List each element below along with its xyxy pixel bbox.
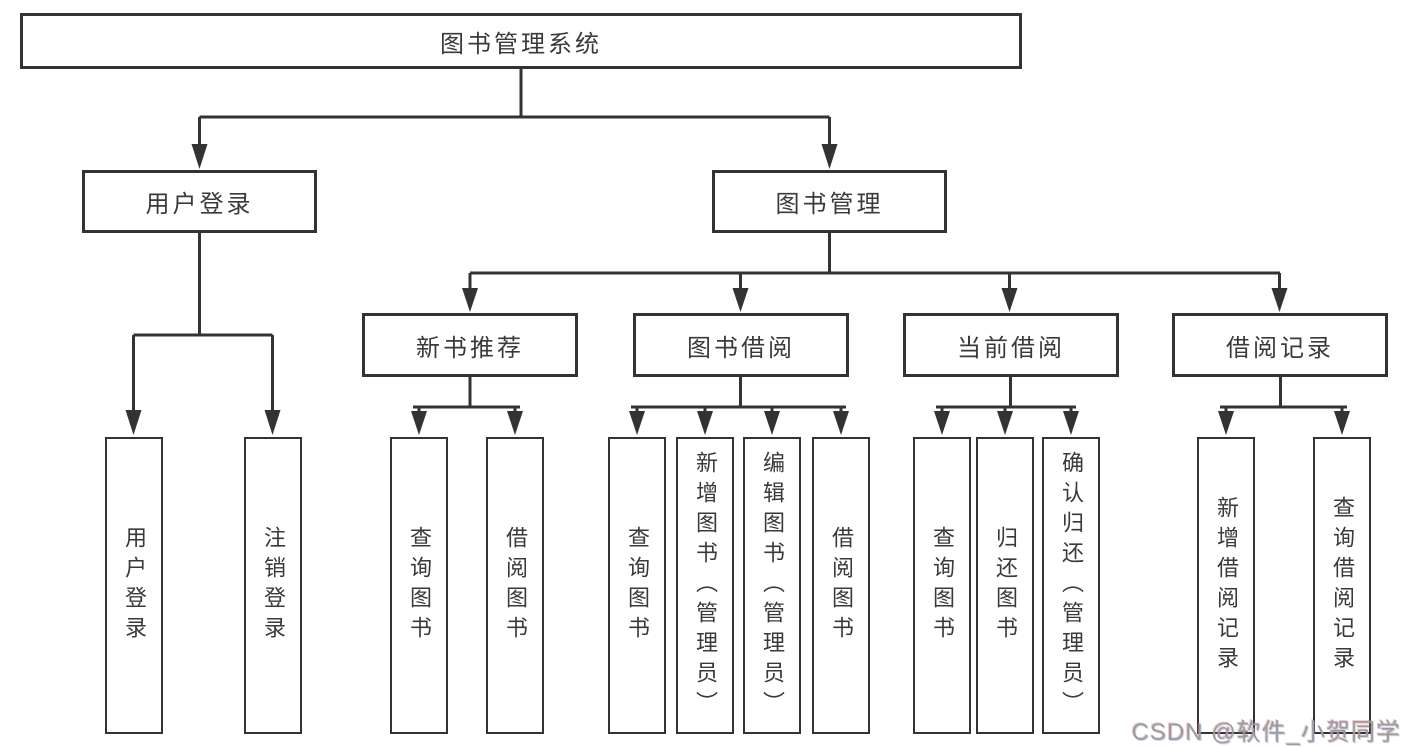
node-book-management: 图书管理 [712,170,947,233]
node-label: 图书管理 [775,191,884,218]
node-new-book-recommend: 新书推荐 [362,313,578,377]
leaf-label: 编辑图书（管理员） [760,450,785,721]
leaf-label: 查询图书 [930,525,955,646]
leaf-label: 借阅图书 [503,525,528,646]
leaf-query-books-borrow: 查询图书 [608,437,666,734]
leaf-return-books: 归还图书 [976,437,1034,734]
node-label: 用户登录 [145,191,254,218]
arrowhead-icons [125,144,1350,435]
leaf-label: 查询图书 [625,525,650,646]
leaf-label: 新增图书（管理员） [693,450,718,721]
node-label: 图书管理系统 [440,30,602,58]
leaf-query-borrow-record: 查询借阅记录 [1313,437,1371,734]
leaf-confirm-return-admin: 确认归还（管理员） [1042,437,1100,734]
leaf-query-books-current: 查询图书 [913,437,971,734]
node-label: 新书推荐 [416,334,524,362]
node-book-management-system: 图书管理系统 [20,13,1022,69]
node-user-login: 用户登录 [82,170,317,233]
leaf-label: 归还图书 [993,525,1018,646]
node-label: 借阅记录 [1226,334,1334,362]
leaf-add-book-admin: 新增图书（管理员） [676,437,734,734]
leaf-logout: 注销登录 [244,437,302,734]
leaf-borrow-books: 借阅图书 [812,437,870,734]
leaf-user-login: 用户登录 [105,437,163,734]
leaf-label: 注销登录 [261,525,286,646]
leaf-edit-book-admin: 编辑图书（管理员） [743,437,801,734]
leaf-label: 新增借阅记录 [1214,495,1239,676]
leaf-borrow-books-recommend: 借阅图书 [486,437,544,734]
leaf-label: 用户登录 [122,525,147,646]
node-current-borrow: 当前借阅 [903,313,1119,377]
leaf-query-books-recommend: 查询图书 [390,437,448,734]
leaf-label: 查询图书 [407,525,432,646]
node-label: 图书借阅 [687,334,795,362]
csdn-watermark: CSDN @软件_小贺同学 [1131,719,1401,746]
leaf-label: 查询借阅记录 [1330,495,1355,676]
node-book-borrow: 图书借阅 [633,313,849,377]
node-label: 当前借阅 [957,334,1065,362]
node-borrow-records: 借阅记录 [1172,313,1388,377]
leaf-label: 确认归还（管理员） [1059,450,1084,721]
leaf-add-borrow-record: 新增借阅记录 [1197,437,1255,734]
leaf-label: 借阅图书 [829,525,854,646]
